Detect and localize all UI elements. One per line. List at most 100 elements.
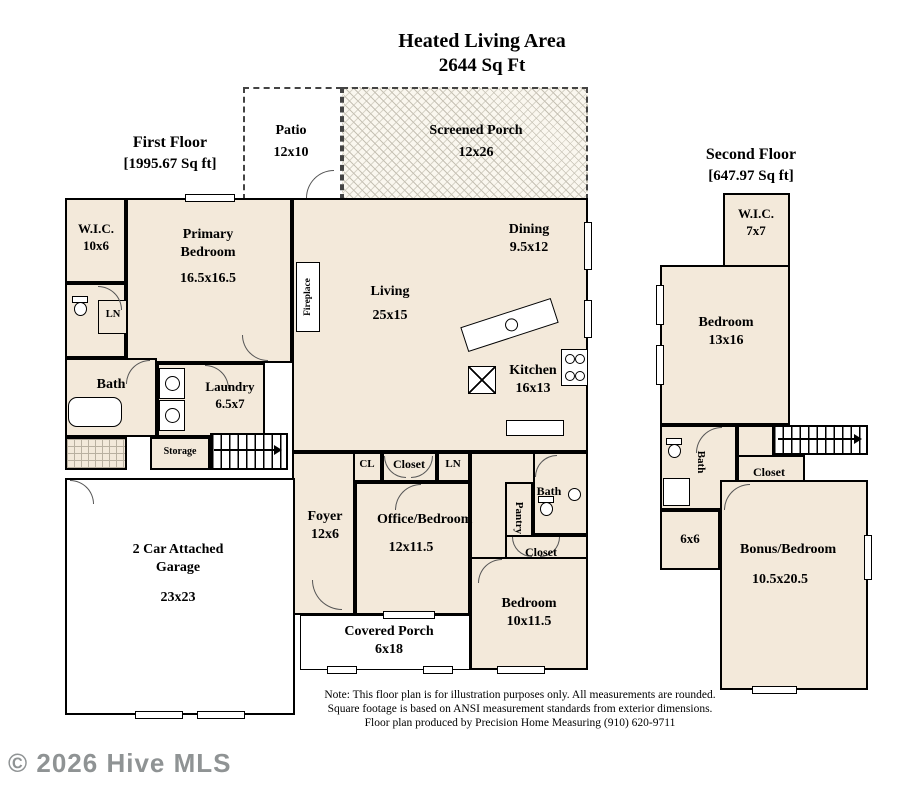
second-floor-title: Second Floor: [705, 146, 797, 163]
room-dims: 9.5x12: [509, 240, 549, 256]
laundry-label: Laundry 6.5x7: [205, 379, 254, 413]
tub-icon: [68, 397, 122, 427]
wic-first-label: W.I.C. 10x6: [78, 221, 114, 255]
primary-bedroom-label: Primary Bedroom 16.5x16.5: [162, 226, 254, 289]
room-name: Laundry: [205, 379, 255, 394]
fireplace-box: [296, 262, 320, 332]
first-floor-sqft: [1995.67 Sq ft]: [123, 156, 217, 172]
heated-area-sqft: 2644 Sq Ft: [438, 55, 526, 76]
room-dims: 12x10: [273, 145, 309, 161]
window: [584, 222, 592, 270]
room-name: Primary Bedroom: [180, 227, 236, 261]
room-dims: 10x6: [82, 237, 109, 253]
room-name: W.I.C.: [77, 221, 115, 236]
room-name: Bedroom: [698, 315, 754, 330]
toilet-icon: [72, 296, 88, 316]
room-dims: 10.5x20.5: [752, 572, 808, 588]
room-covered-porch: [300, 615, 470, 670]
footnote-line2: Square footage is based on ANSI measurem…: [327, 703, 713, 715]
room-primary-bedroom: [126, 198, 292, 363]
room-dims: 13x16: [708, 333, 744, 349]
stairs-first-floor: [210, 433, 288, 470]
stove-icon: [561, 349, 588, 386]
stair-landing: [737, 425, 774, 457]
washer-icon: [159, 368, 185, 399]
room-storage: [150, 437, 210, 470]
bedroom-second-label: Bedroom 13x16: [699, 314, 754, 350]
room-6x6: [660, 510, 720, 570]
window: [656, 345, 664, 385]
room-dims: 6.5x7: [215, 395, 245, 411]
shower-icon: [663, 478, 690, 506]
foyer-label: Foyer 12x6: [308, 508, 343, 544]
dryer-icon: [159, 400, 185, 431]
pantry-label: Pantry: [513, 501, 525, 535]
shower-tile: [65, 437, 127, 470]
closet-hall-label: Closet: [393, 457, 425, 471]
window: [135, 711, 183, 719]
room-name: Foyer: [307, 509, 343, 524]
room-bedroom-second: [660, 265, 790, 425]
island-end-icon: [468, 366, 496, 394]
cl-label: CL: [359, 458, 375, 470]
covered-porch-label: Covered Porch 6x18: [344, 623, 433, 659]
window: [327, 666, 357, 674]
living-label: Living 25x15: [371, 283, 410, 325]
dining-label: Dining 9.5x12: [509, 221, 549, 257]
fireplace-label: Fireplace: [303, 278, 313, 316]
room-dims: 12x11.5: [388, 540, 434, 556]
wic-second-label: W.I.C. 7x7: [738, 206, 774, 240]
room-name: Living: [370, 284, 410, 299]
storage-label: Storage: [163, 446, 197, 457]
stairs-second-floor: [772, 425, 868, 455]
ln-hall-label: LN: [445, 458, 461, 470]
room-ln-hall: [437, 452, 470, 482]
stairs-arrow-line: [778, 438, 854, 440]
garage-label: 2 Car Attached Garage 23x23: [112, 541, 244, 608]
room-wic-first: [65, 198, 126, 283]
window: [423, 666, 453, 674]
closet-bedroom-label: Closet: [525, 545, 557, 559]
room-dims: 7x7: [746, 222, 766, 238]
room-name: Covered Porch: [344, 624, 434, 639]
closet-second-label: Closet: [753, 465, 785, 479]
footnote-line3: Floor plan produced by Precision Home Me…: [364, 717, 676, 729]
room-garage: [65, 478, 295, 715]
room-bonus-bedroom: [720, 480, 868, 690]
kitchen-counter-icon: [506, 420, 564, 436]
room-dims: 12x6: [310, 527, 339, 543]
room-name: Bonus/Bedroom: [740, 542, 837, 557]
stairs-arrow-line: [214, 449, 274, 451]
toilet-icon: [666, 438, 682, 458]
room-dims: 23x23: [160, 590, 196, 606]
toilet-icon: [538, 496, 554, 516]
mls-watermark: © 2026 Hive MLS: [8, 748, 232, 778]
bedroom-first-label: Bedroom 10x11.5: [502, 595, 557, 631]
window: [185, 194, 235, 202]
bath-hall-label: Bath: [536, 484, 562, 498]
room-dims: 16.5x16.5: [180, 271, 236, 287]
room-dims: 16x13: [515, 381, 551, 397]
stairs-arrow-head: [274, 445, 282, 455]
bath-first-label: Bath: [96, 377, 126, 392]
room-dims: 12x26: [458, 145, 494, 161]
window: [752, 686, 797, 694]
room-name: W.I.C.: [737, 206, 775, 221]
heated-area-title: Heated Living Area: [398, 30, 566, 52]
room-dims: 10x11.5: [506, 614, 552, 630]
ln-powder-label: LN: [105, 309, 121, 320]
stairs-arrow-head: [854, 434, 862, 444]
room-6x6-label: 6x6: [680, 531, 700, 546]
room-name: Dining: [508, 222, 550, 237]
window: [383, 611, 435, 619]
office-bedroom-label: Office/Bedroom 12x11.5: [377, 511, 472, 557]
first-floor-title: First Floor: [132, 134, 208, 151]
second-floor-sqft: [647.97 Sq ft]: [708, 168, 794, 184]
room-name: Screened Porch: [429, 123, 523, 138]
room-name: Office/Bedroom: [377, 512, 473, 527]
window: [197, 711, 245, 719]
screened-porch-label: Screened Porch 12x26: [429, 122, 522, 162]
room-name: Patio: [275, 123, 307, 138]
window: [497, 666, 545, 674]
